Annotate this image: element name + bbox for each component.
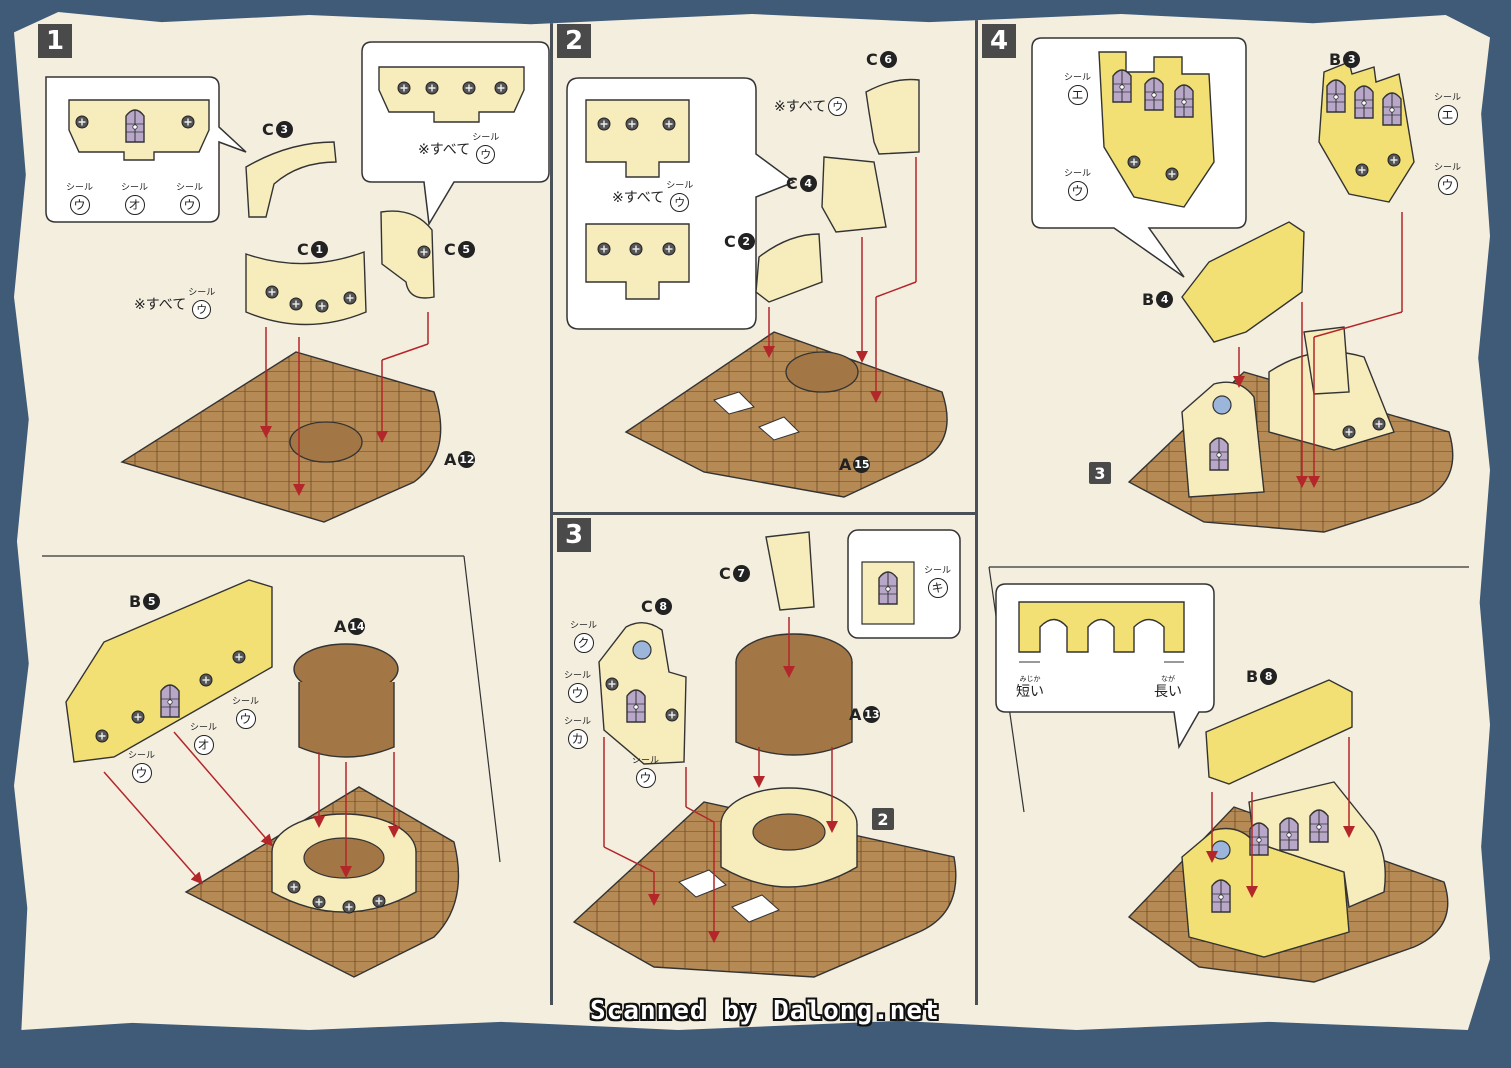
seal-label-u: シールウ [1434,164,1461,195]
step-number-4: 4 [982,24,1016,58]
seal-label-u: シールウ [128,752,155,783]
seal-label-e: シールエ [1064,74,1091,105]
seal-label-ka: シールカ [564,718,591,749]
length-label-short: みじか短い [1016,675,1044,700]
seal-label-u: シールウ [66,184,93,215]
seal-label-ki: シールキ [924,567,951,598]
step-number-2: 2 [557,24,591,58]
scanner-watermark: Scanned by Dalong.net [590,996,940,1026]
step-number-3: 3 [557,518,591,552]
seal-label-u: シールウ [188,289,215,319]
all-seal-note-bubble1: ※すべて シールウ [418,134,499,164]
seal-label-u: シールウ [472,134,499,164]
seal-label-u: シールウ [666,182,693,212]
seal-label-u: シールウ [232,698,259,729]
divider-vertical-left [550,20,553,1005]
divider-vertical-right [975,20,978,1005]
seal-label-o: シールオ [190,724,217,755]
seal-label-u: シールウ [176,184,203,215]
divider-horizontal-middle [553,512,975,515]
length-label-long: なが長い [1154,675,1182,700]
assembly-illustrations [42,37,1469,983]
all-seal-note-c1: ※すべて シールウ [134,289,215,319]
reference-step-2: 2 [872,808,894,830]
seal-label-u: シールウ [632,757,659,788]
step-number-1: 1 [38,24,72,58]
all-seal-note-c6: ※すべて ウ [774,96,848,116]
seal-label-u: シールウ [1064,170,1091,201]
all-seal-note-bubble2: ※すべて シールウ [612,182,693,212]
seal-label-u: シールウ [564,672,591,703]
seal-label-e: シールエ [1434,94,1461,125]
reference-step-3: 3 [1089,462,1111,484]
seal-label-ku: シールク [570,622,597,653]
seal-label-o: シールオ [121,184,148,215]
